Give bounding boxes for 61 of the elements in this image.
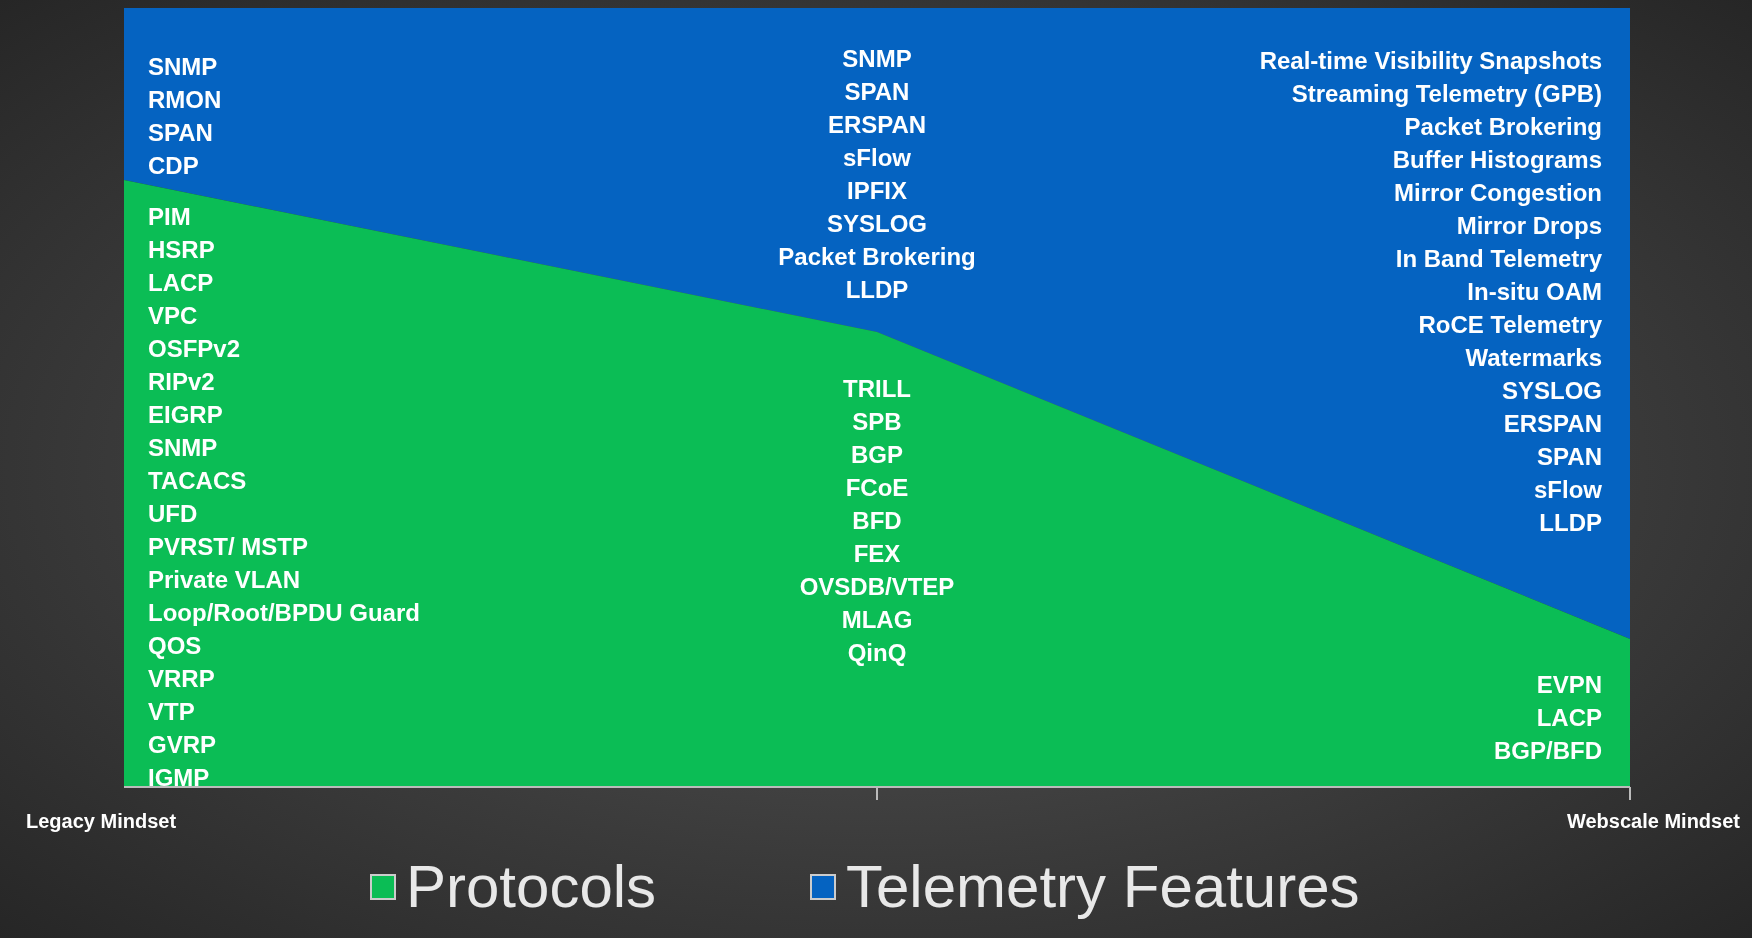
list-item-label: SPAN xyxy=(1537,442,1602,472)
list-item-label: IGMP xyxy=(148,763,210,793)
axis-label: Webscale Mindset xyxy=(1566,810,1740,833)
list-item-label: SPB xyxy=(852,407,902,437)
list-item-label: Packet Brokering xyxy=(778,242,976,272)
list-item-label: SYSLOG xyxy=(1501,376,1602,406)
list-item-label: Real-time Visibility Snapshots xyxy=(1259,46,1602,76)
list-item-label: IPFIX xyxy=(847,176,907,206)
list-item-label: LACP xyxy=(148,268,214,298)
list-item-label: QinQ xyxy=(847,638,907,668)
list-item-label: SNMP xyxy=(148,52,218,82)
list-item-label: TRILL xyxy=(843,374,911,404)
list-item-label: BGP/BFD xyxy=(1494,736,1602,766)
list-item-label: Private VLAN xyxy=(148,565,301,595)
list-item-label: OSFPv2 xyxy=(148,334,241,364)
list-item-label: SNMP xyxy=(842,44,912,74)
list-item-label: ERSPAN xyxy=(827,110,927,140)
list-item-label: QOS xyxy=(148,631,202,661)
list-item-label: Mirror Drops xyxy=(1456,211,1602,241)
list-item-label: RMON xyxy=(148,85,222,115)
list-item-label: Loop/Root/BPDU Guard xyxy=(148,598,420,628)
list-item-label: Packet Brokering xyxy=(1404,112,1602,142)
list-item-label: FCoE xyxy=(845,473,909,503)
list-item-label: CDP xyxy=(148,151,199,181)
list-item-label: TACACS xyxy=(148,466,247,496)
list-item-label: BGP xyxy=(851,440,903,470)
list-item-label: SNMP xyxy=(148,433,218,463)
list-item-label: In Band Telemetry xyxy=(1395,244,1602,274)
list-item-label: HSRP xyxy=(148,235,215,265)
list-item-label: VRRP xyxy=(148,664,215,694)
list-item-label: FEX xyxy=(853,539,901,569)
list-item-label: EIGRP xyxy=(148,400,223,430)
list-item-label: sFlow xyxy=(1534,475,1602,505)
list-item-label: Streaming Telemetry (GPB) xyxy=(1291,79,1602,109)
list-item-label: Buffer Histograms xyxy=(1392,145,1602,175)
list-item-label: Watermarks xyxy=(1465,343,1602,373)
list-item-label: LLDP xyxy=(845,275,909,305)
list-item-label: SPAN xyxy=(844,77,910,107)
legend-label: Protocols xyxy=(406,852,657,921)
list-item-label: ERSPAN xyxy=(1503,409,1602,439)
list-item-label: SYSLOG xyxy=(827,209,927,239)
list-item-label: VPC xyxy=(148,301,198,331)
list-item-label: In-situ OAM xyxy=(1467,277,1602,307)
list-item-label: RIPv2 xyxy=(148,367,215,397)
list-item-label: UFD xyxy=(148,499,198,529)
list-item-label: GVRP xyxy=(148,730,216,760)
list-item-label: LLDP xyxy=(1539,508,1602,538)
axis-label: Legacy Mindset xyxy=(26,810,177,833)
list-item-label: EVPN xyxy=(1536,670,1602,700)
list-item-label: RoCE Telemetry xyxy=(1418,310,1602,340)
list-item-label: Mirror Congestion xyxy=(1394,178,1602,208)
list-item-label: PVRST/ MSTP xyxy=(148,532,309,562)
list-item-label: PIM xyxy=(148,202,191,232)
list-item-label: MLAG xyxy=(841,605,913,635)
list-item-label: LACP xyxy=(1536,703,1602,733)
list-item-label: sFlow xyxy=(843,143,911,173)
list-item-label: OVSDB/VTEP xyxy=(799,572,955,602)
list-item-label: SPAN xyxy=(148,118,213,148)
list-item-label: VTP xyxy=(148,697,195,727)
list-item-label: BFD xyxy=(852,506,902,536)
legend-label: Telemetry Features xyxy=(846,852,1360,921)
